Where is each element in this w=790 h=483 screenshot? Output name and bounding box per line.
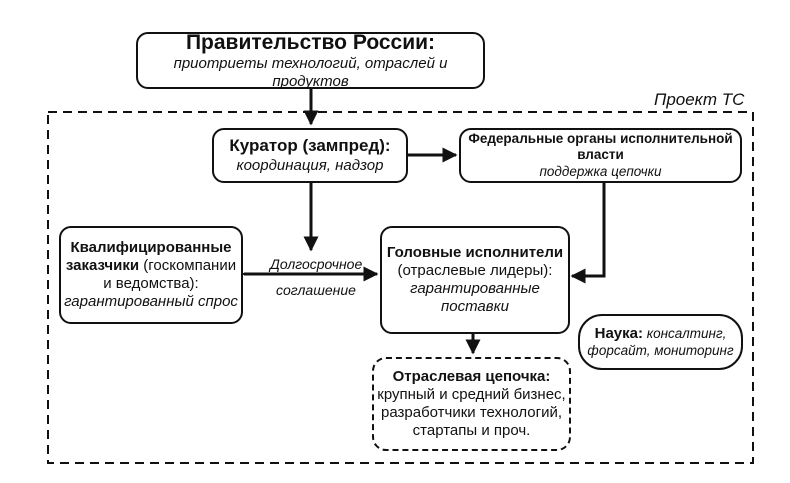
contractors-sub2: поставки	[440, 298, 510, 315]
chain-title: Отраслевая цепочка:	[392, 368, 551, 385]
customers-title-2: заказчики	[65, 257, 140, 274]
science-sub2: форсайт, мониторинг	[587, 342, 734, 358]
chain-line2: разработчики технологий,	[380, 404, 563, 421]
customers-title: Квалифицированные	[70, 239, 232, 256]
federal-box: Федеральные органы исполнительной власти…	[459, 128, 742, 183]
government-subtitle: приотриеты технологий, отраслей и продук…	[173, 55, 448, 91]
chain-line3: стартапы и проч.	[412, 422, 531, 439]
curator-box: Куратор (зампред): координация, надзор	[212, 128, 408, 183]
contractors-box: Головные исполнители (отраслевые лидеры)…	[380, 226, 570, 334]
agreement-line2: соглашение	[276, 282, 356, 298]
chain-line1: крупный и средний бизнес,	[377, 386, 566, 403]
government-box: Правительство России: приотриеты техноло…	[136, 30, 485, 91]
federal-subtitle: поддержка цепочки	[539, 163, 662, 179]
project-label: Проект ТС	[654, 90, 745, 109]
arrow-federal-to-contractors	[570, 183, 606, 284]
curator-subtitle: координация, надзор	[236, 156, 384, 174]
contractors-sub1: гарантированные	[410, 280, 540, 297]
customers-note: (госкомпании	[139, 257, 237, 274]
science-sub1: консалтинг,	[643, 325, 727, 341]
contractors-title: Головные исполнители	[386, 244, 564, 261]
customers-box: Квалифицированные заказчики (госкомпании…	[59, 226, 243, 324]
customers-subtitle: гарантированный спрос	[64, 293, 238, 310]
customers-line3: и ведомства):	[103, 275, 199, 292]
science-title: Наука:	[594, 324, 643, 342]
agreement-line1: Долгосрочное	[270, 256, 363, 272]
government-title: Правительство России:	[185, 30, 436, 54]
project-frame	[47, 111, 754, 464]
federal-title: Федеральные органы исполнительной власти	[468, 131, 733, 163]
contractors-line2: (отраслевые лидеры):	[397, 262, 553, 279]
curator-title: Куратор (зампред):	[229, 136, 391, 156]
chain-box: Отраслевая цепочка: крупный и средний би…	[372, 357, 571, 451]
science-box: Наука: консалтинг, форсайт, мониторинг	[578, 314, 743, 370]
